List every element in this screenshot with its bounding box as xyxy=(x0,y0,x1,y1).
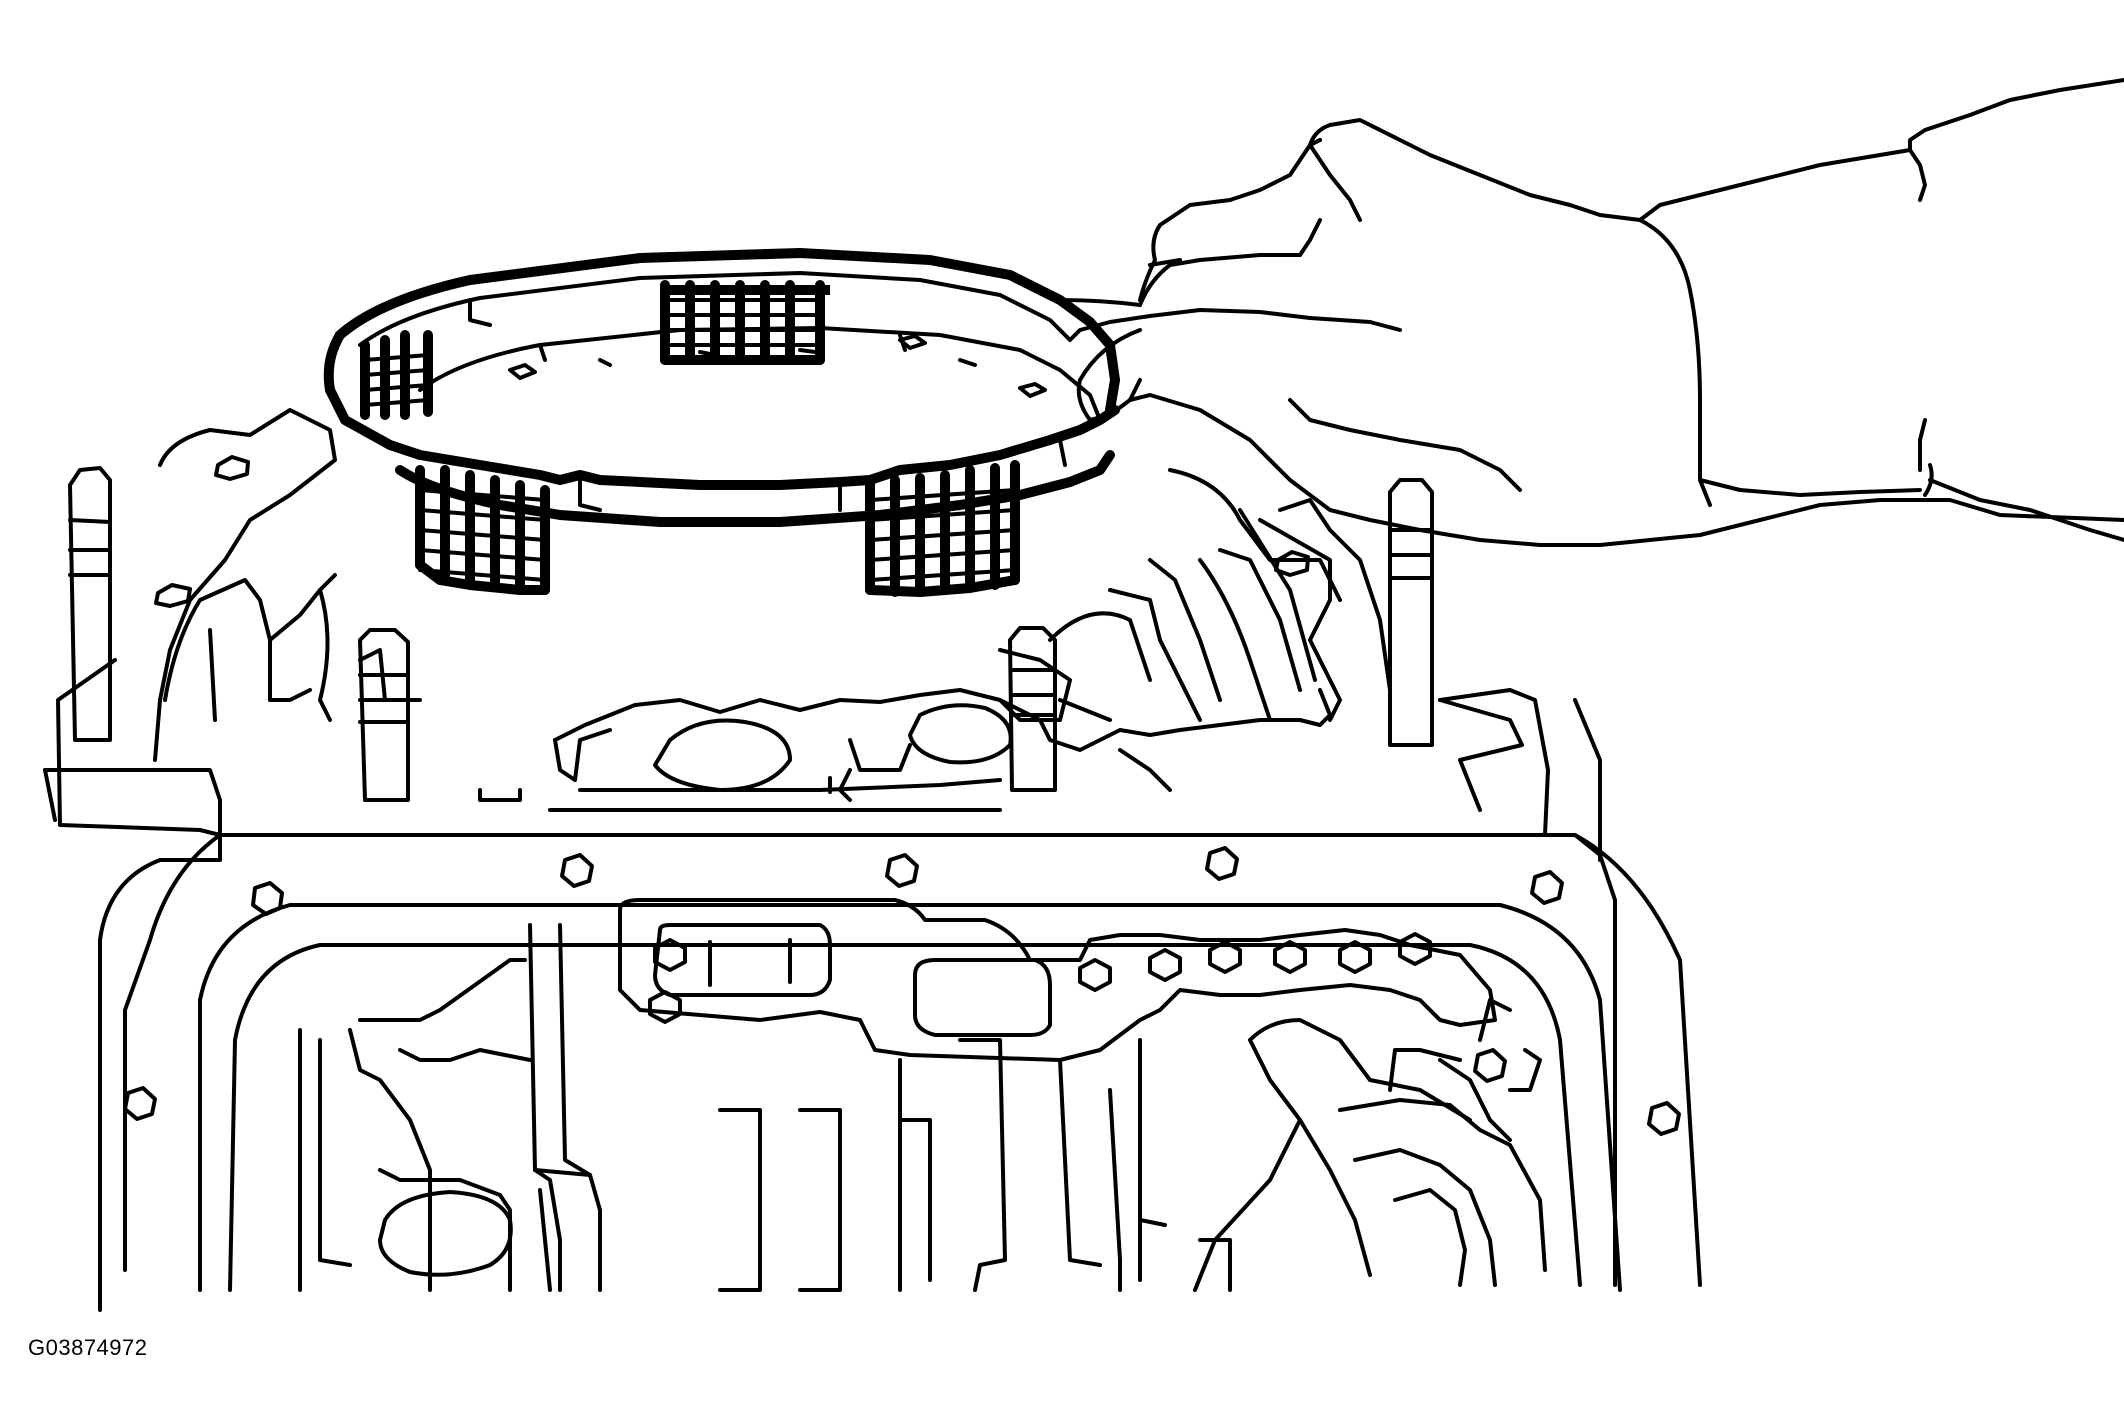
port-hole xyxy=(1273,940,1307,974)
bolt-hole xyxy=(560,853,594,888)
bolt-hole xyxy=(1473,1048,1507,1083)
bolt-hole xyxy=(885,853,919,888)
guide-pin xyxy=(1008,626,1057,792)
plate-hole xyxy=(214,455,250,481)
bolt-holes xyxy=(123,846,1681,1136)
plate-hole xyxy=(154,583,192,608)
figure-id-label: G03874972 xyxy=(28,1335,148,1360)
clutch-return-spring-ring xyxy=(323,248,1120,597)
sleeve-cuff xyxy=(1638,78,2124,542)
transmission-case xyxy=(43,658,1702,1312)
return-spring-cluster xyxy=(415,465,550,595)
guide-pin xyxy=(358,628,410,802)
valve-body-plate xyxy=(153,408,1392,762)
bolt-hole xyxy=(251,881,284,916)
bolt-hole xyxy=(1205,846,1239,881)
case-flange xyxy=(198,903,1622,1292)
port-hole xyxy=(1148,948,1182,982)
return-spring-cluster xyxy=(360,330,433,420)
hand xyxy=(1058,118,2124,547)
bolt-hole xyxy=(1647,1101,1681,1136)
port-hole xyxy=(1338,940,1372,974)
return-spring-cluster xyxy=(865,460,1020,597)
port-hole xyxy=(1078,958,1112,992)
gasket xyxy=(478,688,1332,812)
guide-pin xyxy=(68,466,112,742)
guide-pin xyxy=(1388,478,1434,747)
drain-port xyxy=(378,1190,513,1277)
lower-case-interior xyxy=(298,898,1547,1292)
port-hole xyxy=(648,990,682,1024)
return-spring-cluster xyxy=(660,280,830,365)
bolt-hole xyxy=(123,1086,157,1121)
bolt-hole xyxy=(1530,870,1564,905)
port-hole xyxy=(1398,932,1432,966)
port-hole xyxy=(653,938,687,972)
port-hole xyxy=(1208,940,1242,974)
